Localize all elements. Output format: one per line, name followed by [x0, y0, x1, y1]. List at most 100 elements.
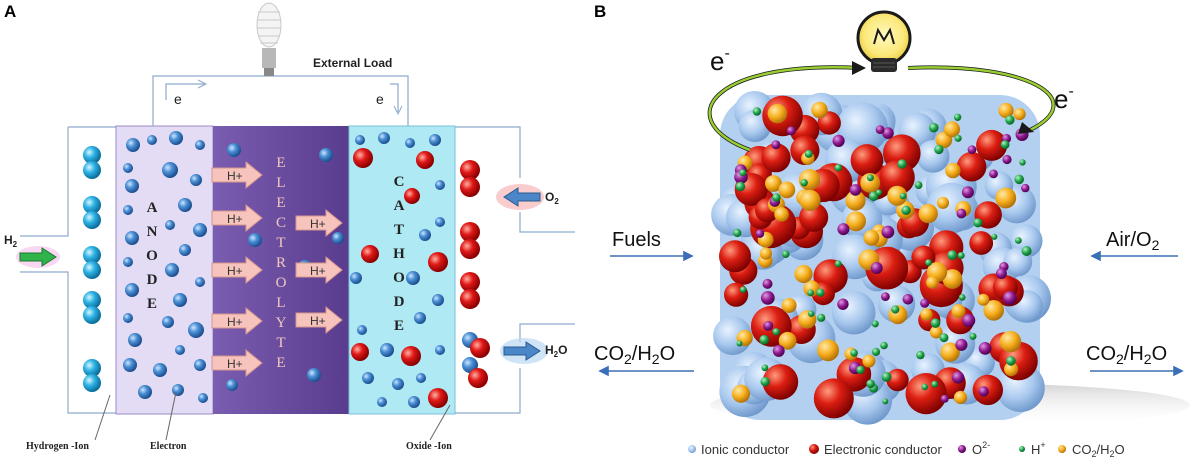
- co2-h2o-particle: [995, 187, 1017, 209]
- panel-a-label: A: [4, 2, 17, 21]
- co2-h2o-particle: [977, 293, 990, 306]
- oxygen-ion-particle: [995, 268, 1007, 279]
- proton-particle: [929, 122, 939, 133]
- proton-particle: [1000, 140, 1010, 150]
- proton-particle: [939, 333, 949, 343]
- proton-particle: [760, 377, 770, 387]
- proton-particle: [954, 134, 962, 142]
- oxygen-ion-particle: [1021, 183, 1030, 193]
- svg-text:D: D: [394, 294, 405, 310]
- co2-h2o-particle: [774, 207, 789, 222]
- legend-electronic-swatch: [809, 444, 819, 454]
- proton-particle: [866, 379, 875, 389]
- proton-particle: [850, 349, 858, 357]
- proton-particle: [866, 174, 874, 182]
- proton-particle: [808, 310, 815, 317]
- electronic-conductor-particle: [850, 144, 884, 177]
- proton-particle: [804, 149, 813, 158]
- electronic-conductor-particle: [956, 151, 987, 182]
- svg-text:O: O: [393, 270, 405, 286]
- svg-text:A: A: [394, 198, 405, 214]
- proton-particle: [739, 286, 747, 294]
- proton-particle: [947, 250, 958, 260]
- co2-h2o-particle: [999, 330, 1022, 353]
- svg-text:O: O: [276, 275, 287, 291]
- co2-h2o-particle: [781, 298, 797, 313]
- electronic-conductor-particle: [761, 143, 791, 173]
- co2-h2o-left-arrow: [598, 365, 694, 377]
- co2-h2o-particle: [953, 390, 968, 405]
- proton-particle: [916, 350, 925, 360]
- oxygen-ion-particle: [940, 394, 949, 403]
- co2-h2o-particle: [918, 203, 938, 224]
- co2-h2o-particle: [845, 190, 866, 211]
- h2-label: H2: [4, 233, 18, 249]
- proton-particle: [973, 218, 983, 228]
- svg-text:T: T: [394, 222, 404, 238]
- h-plus-label: H+: [310, 217, 326, 231]
- panel-b-label: B: [594, 2, 607, 21]
- proton-particle: [871, 320, 879, 328]
- cathode-word: C A T H O D E: [393, 174, 405, 334]
- proton-particle: [1021, 246, 1032, 256]
- svg-text:O: O: [146, 248, 158, 264]
- svg-text:C: C: [276, 215, 286, 231]
- electron-label-right: e-: [1054, 83, 1074, 114]
- hydrogen-molecules: [83, 146, 101, 392]
- proton-particle: [897, 159, 907, 169]
- proton-particle: [816, 288, 825, 297]
- co2-h2o-particle: [926, 276, 939, 289]
- svg-text:H: H: [393, 246, 405, 262]
- proton-particle: [958, 294, 966, 301]
- proton-particle: [930, 318, 941, 328]
- oxygen-ion-particle: [989, 169, 998, 179]
- proton-particle: [759, 335, 769, 345]
- oxygen-ion-particle: [961, 186, 974, 199]
- electron-caption: Electron: [150, 441, 187, 452]
- proton-particle: [1019, 159, 1026, 166]
- proton-particle: [969, 332, 977, 340]
- proton-particle: [736, 340, 743, 347]
- proton-particle: [875, 189, 882, 196]
- proton-particle: [772, 193, 781, 202]
- co2-h2o-particle: [731, 384, 751, 403]
- proton-particle: [891, 305, 900, 314]
- wire-arrow-left: [852, 61, 866, 75]
- co2-h2o-particle: [767, 104, 788, 124]
- electronic-conductor-particle: [813, 378, 854, 419]
- co2-h2o-particles: [731, 101, 1026, 405]
- electronic-conductor-particle: [886, 368, 909, 392]
- oxygen-ion-particle: [962, 313, 976, 327]
- h-plus-label: H+: [227, 212, 243, 226]
- co2-h2o-particle: [951, 304, 966, 318]
- electronic-conductor-particle: [969, 231, 994, 255]
- oxygen-ion-particle: [870, 262, 883, 274]
- svg-text:R: R: [276, 255, 286, 271]
- proton-particle: [882, 398, 889, 405]
- svg-text:T: T: [276, 235, 285, 251]
- h2o-label: H2O: [545, 343, 567, 359]
- oxygen-ion-particle: [837, 223, 850, 236]
- proton-particles: [733, 107, 1032, 405]
- housing-lines: [20, 126, 575, 414]
- co2-h2o-particle: [944, 121, 960, 138]
- electrolyte-word: E L E C T R O L Y T E: [276, 155, 287, 371]
- proton-particle: [899, 192, 907, 200]
- oxygen-molecules: [460, 160, 490, 388]
- co2-h2o-particle: [794, 264, 813, 284]
- legend-proton-label: H+: [1031, 440, 1046, 457]
- proton-particle: [881, 372, 892, 382]
- electronic-conductor-particle: [905, 373, 947, 415]
- proton-particle: [931, 380, 939, 388]
- svg-text:D: D: [147, 272, 158, 288]
- proton-particle: [1014, 174, 1024, 185]
- svg-text:T: T: [276, 335, 285, 351]
- co2-h2o-particle: [940, 342, 960, 362]
- proton-particle: [914, 181, 923, 190]
- h-plus-label: H+: [227, 357, 243, 371]
- legend-co2-swatch: [1058, 445, 1066, 453]
- proton-particle: [772, 328, 780, 336]
- proton-arrows: [211, 160, 343, 378]
- oxygen-ion-particle: [881, 292, 890, 301]
- co2-h2o-particle: [863, 229, 880, 246]
